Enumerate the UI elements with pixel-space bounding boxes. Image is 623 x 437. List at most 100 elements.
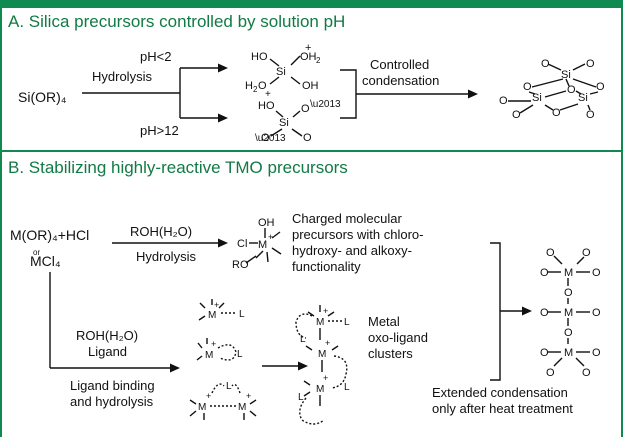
svg-text:+: + <box>246 391 251 401</box>
svg-text:O: O <box>540 267 549 279</box>
svg-text:2: 2 <box>316 56 321 65</box>
svg-text:M: M <box>564 347 573 359</box>
lower-step-line1: Ligand binding <box>70 378 155 393</box>
lower-ligand-arrow <box>49 272 180 373</box>
svg-text:HO: HO <box>251 51 268 63</box>
hydrolysis-fork-arrow <box>82 63 228 123</box>
svg-text:+: + <box>206 391 211 401</box>
svg-text:O: O <box>301 103 310 115</box>
upper-hydrolysis-arrow <box>112 238 228 248</box>
svg-text:M: M <box>205 350 213 361</box>
reactant-or: or <box>33 248 41 257</box>
svg-text:OH: OH <box>258 217 275 229</box>
condensation-bracket-arrow <box>340 69 478 119</box>
upper-desc-line-3: hydroxy- and alkoxy- <box>292 243 412 258</box>
ligand-bound-monomers: M+ L M+ L L M+ M+ <box>189 299 257 420</box>
svg-text:M: M <box>564 267 573 279</box>
right-border <box>621 0 623 437</box>
cluster-desc-line1: Metal <box>368 314 400 329</box>
svg-text:+: + <box>211 339 216 349</box>
svg-text:O: O <box>499 95 508 107</box>
svg-text:M: M <box>198 402 206 413</box>
svg-text:O: O <box>592 267 601 279</box>
svg-text:M: M <box>316 384 324 395</box>
svg-text:L: L <box>300 334 306 345</box>
svg-text:\u2013: \u2013 <box>310 99 341 110</box>
controlled-condensation-line2: condensation <box>362 73 440 88</box>
svg-text:O: O <box>564 287 573 299</box>
svg-text:+: + <box>265 89 271 100</box>
silicon-alkoxide-reactant: Si(OR)₄ <box>18 89 67 105</box>
svg-text:H: H <box>245 80 253 92</box>
svg-text:O: O <box>586 109 595 121</box>
upper-desc-line-2: precursors with chloro- <box>292 227 424 242</box>
svg-text:O: O <box>582 367 591 379</box>
svg-text:O: O <box>258 80 267 92</box>
section-a-title: A. Silica precursors controlled by solut… <box>8 12 346 31</box>
svg-text:Si: Si <box>578 92 588 104</box>
svg-text:L: L <box>344 317 350 328</box>
svg-text:M: M <box>238 402 246 413</box>
upper-reagent-label: ROH(H₂O) <box>130 224 193 239</box>
convergence-bracket-arrow <box>490 242 532 381</box>
metal-chloride-reactant: MCl₄ <box>30 253 61 269</box>
svg-text:+: + <box>305 42 311 54</box>
svg-text:+: + <box>323 373 328 383</box>
svg-text:M: M <box>316 317 324 328</box>
controlled-condensation-line1: Controlled <box>370 57 430 72</box>
svg-text:O: O <box>541 58 550 70</box>
svg-text:Si: Si <box>276 66 286 78</box>
svg-text:O: O <box>564 327 573 339</box>
svg-text:O: O <box>567 84 576 96</box>
svg-text:L: L <box>239 309 245 320</box>
svg-text:OH: OH <box>300 51 317 63</box>
svg-text:O: O <box>261 132 270 144</box>
svg-text:+: + <box>325 338 330 348</box>
svg-text:RO: RO <box>232 259 249 271</box>
svg-text:L: L <box>298 392 304 403</box>
svg-text:O: O <box>540 307 549 319</box>
svg-text:O: O <box>523 81 532 93</box>
svg-text:+: + <box>323 306 328 316</box>
svg-text:O: O <box>303 132 312 144</box>
upper-hydrolysis-label: Hydrolysis <box>136 249 196 264</box>
lower-reagent-line2: Ligand <box>88 344 128 359</box>
svg-text:M: M <box>258 239 267 251</box>
svg-text:O: O <box>512 109 521 121</box>
svg-text:O: O <box>582 247 591 259</box>
svg-text:M: M <box>208 310 216 321</box>
svg-text:M: M <box>318 349 326 360</box>
svg-text:HO: HO <box>258 100 275 112</box>
svg-text:Si: Si <box>561 69 571 81</box>
svg-text:OH: OH <box>302 80 319 92</box>
svg-text:+: + <box>268 232 273 242</box>
section-divider <box>0 150 623 152</box>
lower-reagent-line1: ROH(H₂O) <box>76 328 139 343</box>
svg-text:O: O <box>540 347 549 359</box>
svg-text:O: O <box>592 347 601 359</box>
hydrolysis-label-a: Hydrolysis <box>92 69 152 84</box>
svg-text:O: O <box>596 81 605 93</box>
svg-text:O: O <box>546 247 555 259</box>
acid-ph-condition: pH<2 <box>140 49 172 64</box>
svg-text:M: M <box>564 307 573 319</box>
top-banner <box>0 0 623 8</box>
svg-text:L: L <box>344 382 350 393</box>
svg-text:O: O <box>586 58 595 70</box>
svg-text:L: L <box>226 381 232 392</box>
final-desc-line2: only after heat treatment <box>432 401 573 416</box>
cluster-formation-arrow <box>262 361 308 371</box>
section-b-title: B. Stabilizing highly-reactive TMO precu… <box>8 158 348 177</box>
cluster-desc-line3: clusters <box>368 346 413 361</box>
lower-step-line2: and hydrolysis <box>70 394 154 409</box>
final-desc-line1: Extended condensation <box>432 385 568 400</box>
base-ph-condition: pH>12 <box>140 123 179 138</box>
svg-text:O: O <box>546 367 555 379</box>
cluster-desc-line2: oxo-ligand <box>368 330 428 345</box>
